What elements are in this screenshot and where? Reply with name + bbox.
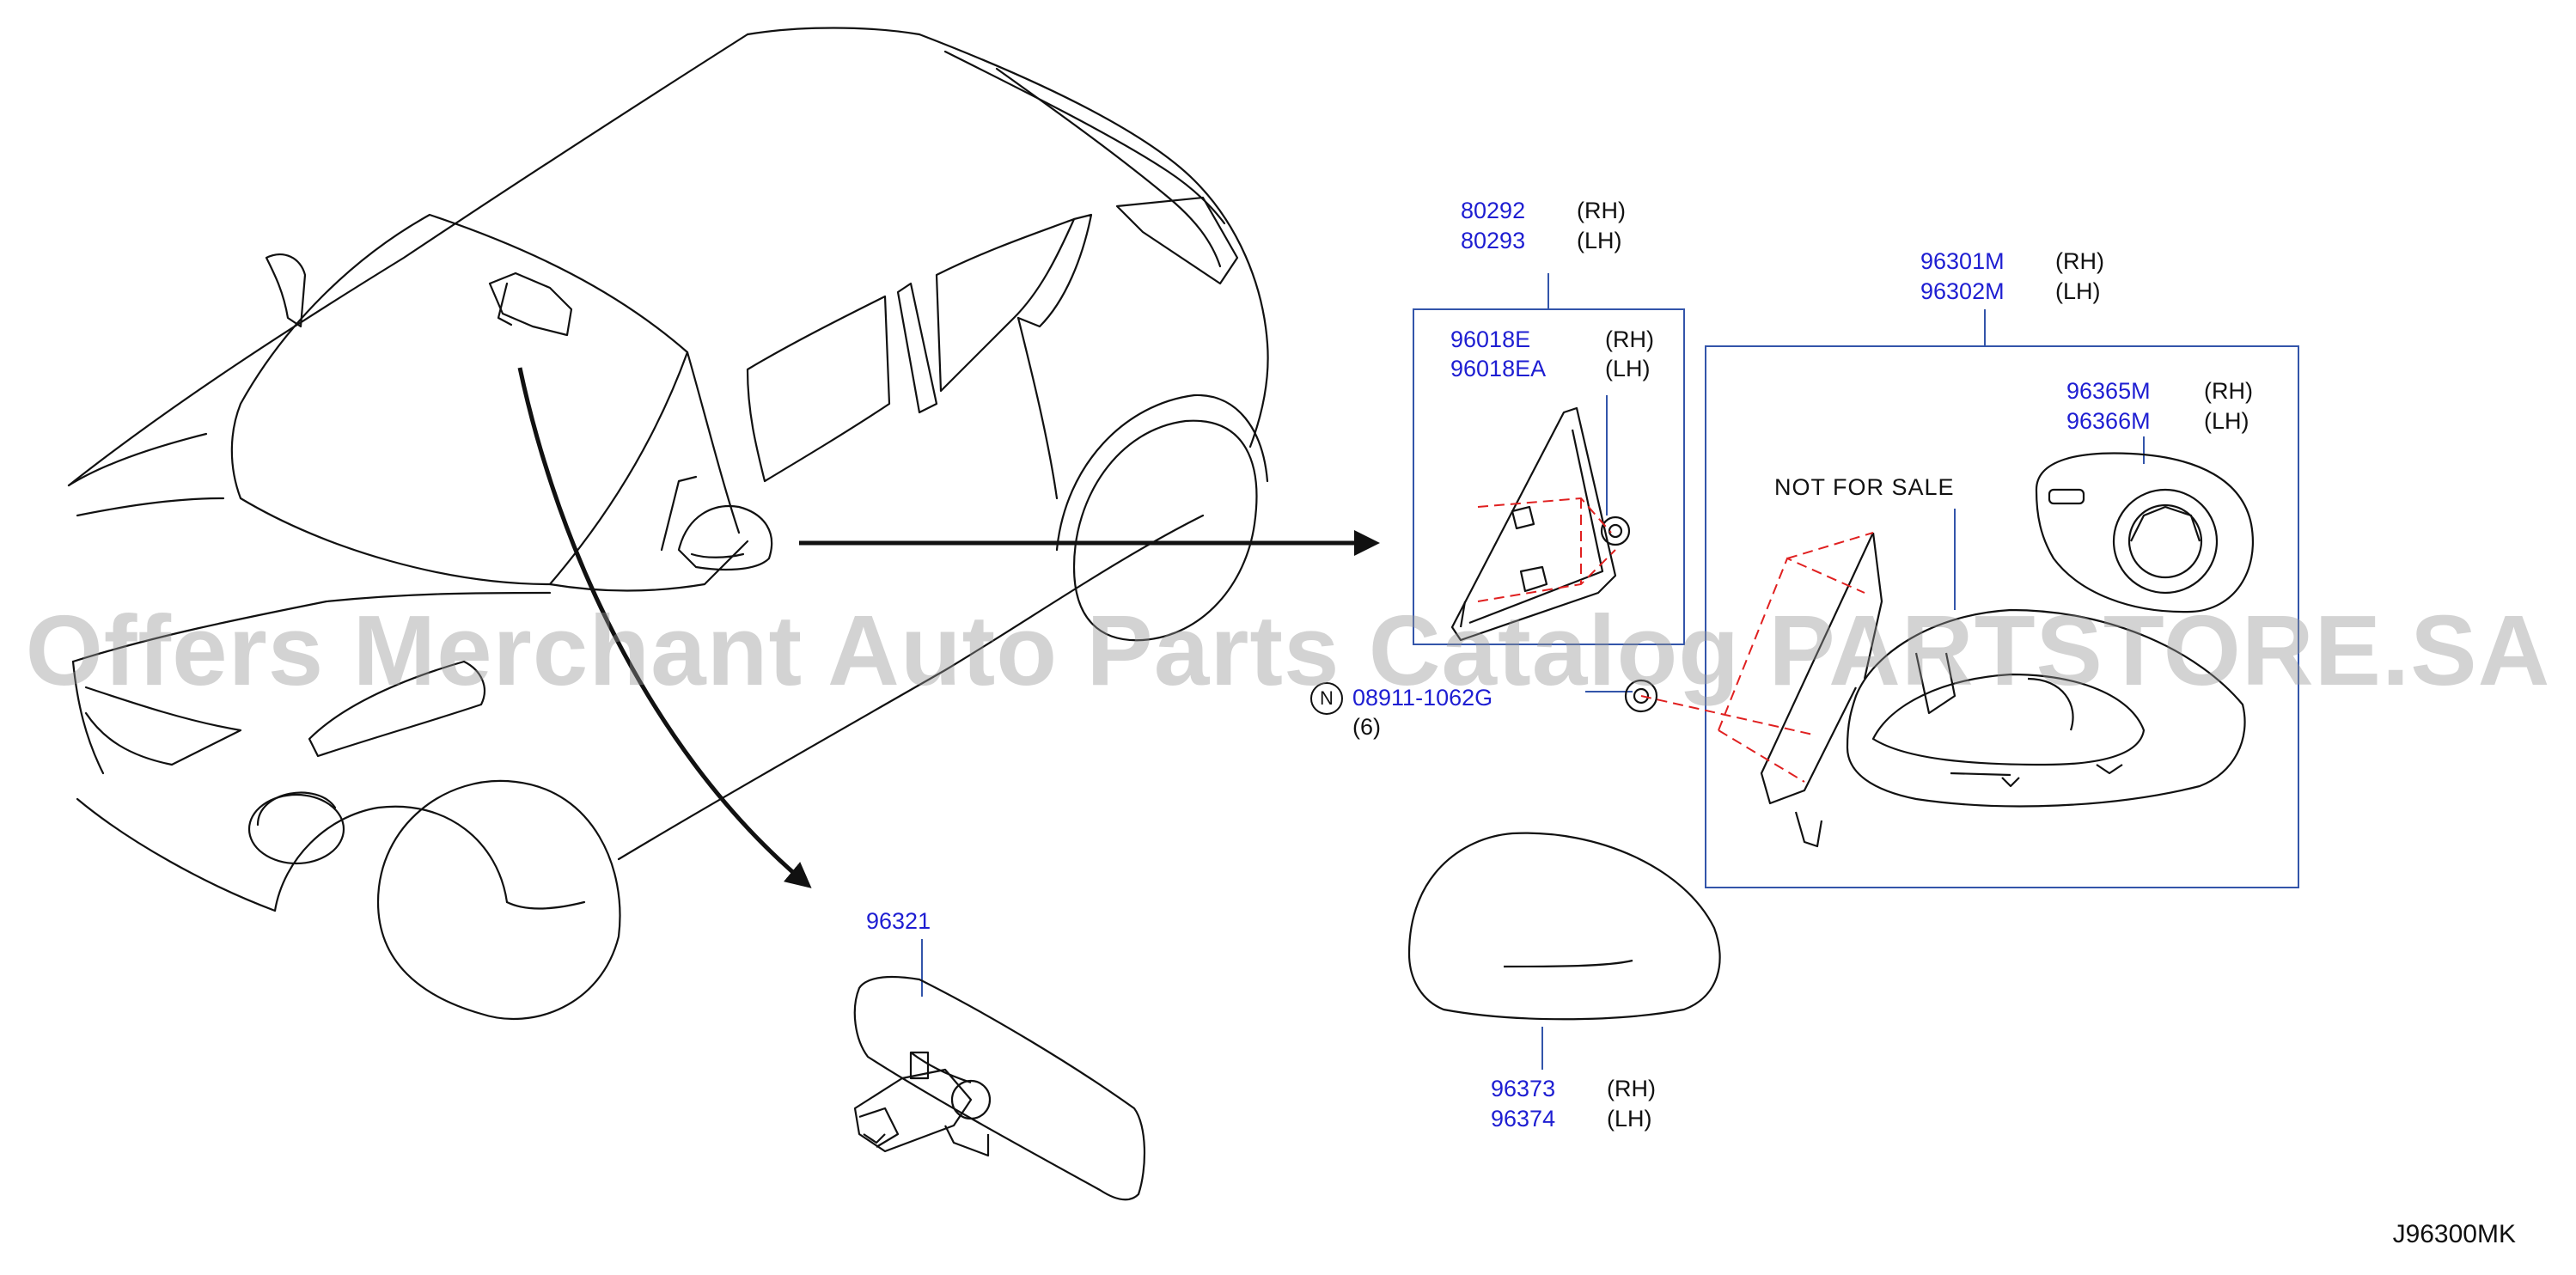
callout-arrows [517,367,1380,888]
side-label: (LH) [1605,356,1651,381]
part-number-96373[interactable]: 96373 [1491,1076,1556,1101]
vehicle-illustration [67,27,1269,1021]
mirror-cover [1407,832,1721,1021]
side-label: (RH) [1577,198,1626,223]
alignment-dashes [1477,497,1874,783]
side-label: (RH) [1605,326,1654,352]
part-number-80292[interactable]: 80292 [1461,198,1526,223]
inside-mirror [853,975,1146,1201]
part-number-96374[interactable]: 96374 [1491,1106,1556,1132]
part-number-96018e[interactable]: 96018E [1450,326,1531,352]
side-label: (RH) [1607,1076,1656,1101]
mirror-base [1450,406,1617,642]
part-number-08911-1062g[interactable]: 08911-1062G [1352,685,1493,711]
side-label: (LH) [1577,228,1622,253]
part-number-96321[interactable]: 96321 [866,908,931,934]
clips [1600,515,1658,713]
leader-lines [921,273,2299,1070]
part-number-96018ea[interactable]: 96018EA [1450,356,1547,381]
quantity-label: (6) [1352,714,1381,740]
part-number-96365m[interactable]: 96365M [2066,378,2151,404]
side-label: (LH) [1607,1106,1652,1132]
mirror-assembly [1760,532,2246,848]
part-number-96302m[interactable]: 96302M [1920,278,2005,304]
part-number-96301m[interactable]: 96301M [1920,248,2005,274]
n-symbol-icon: N [1310,682,1343,715]
side-label: (LH) [2204,408,2249,434]
diagram-code: J96300MK [2392,1220,2516,1248]
side-label: (LH) [2055,278,2101,304]
side-label: (RH) [2055,248,2104,274]
part-number-96366m[interactable]: 96366M [2066,408,2151,434]
side-label: (RH) [2204,378,2253,404]
mirror-glass [2035,452,2254,613]
part-number-80293[interactable]: 80293 [1461,228,1526,253]
not-for-sale-note: NOT FOR SALE [1774,474,1955,500]
watermark: Offers Merchant Auto Parts Catalog PARTS… [25,595,2551,706]
